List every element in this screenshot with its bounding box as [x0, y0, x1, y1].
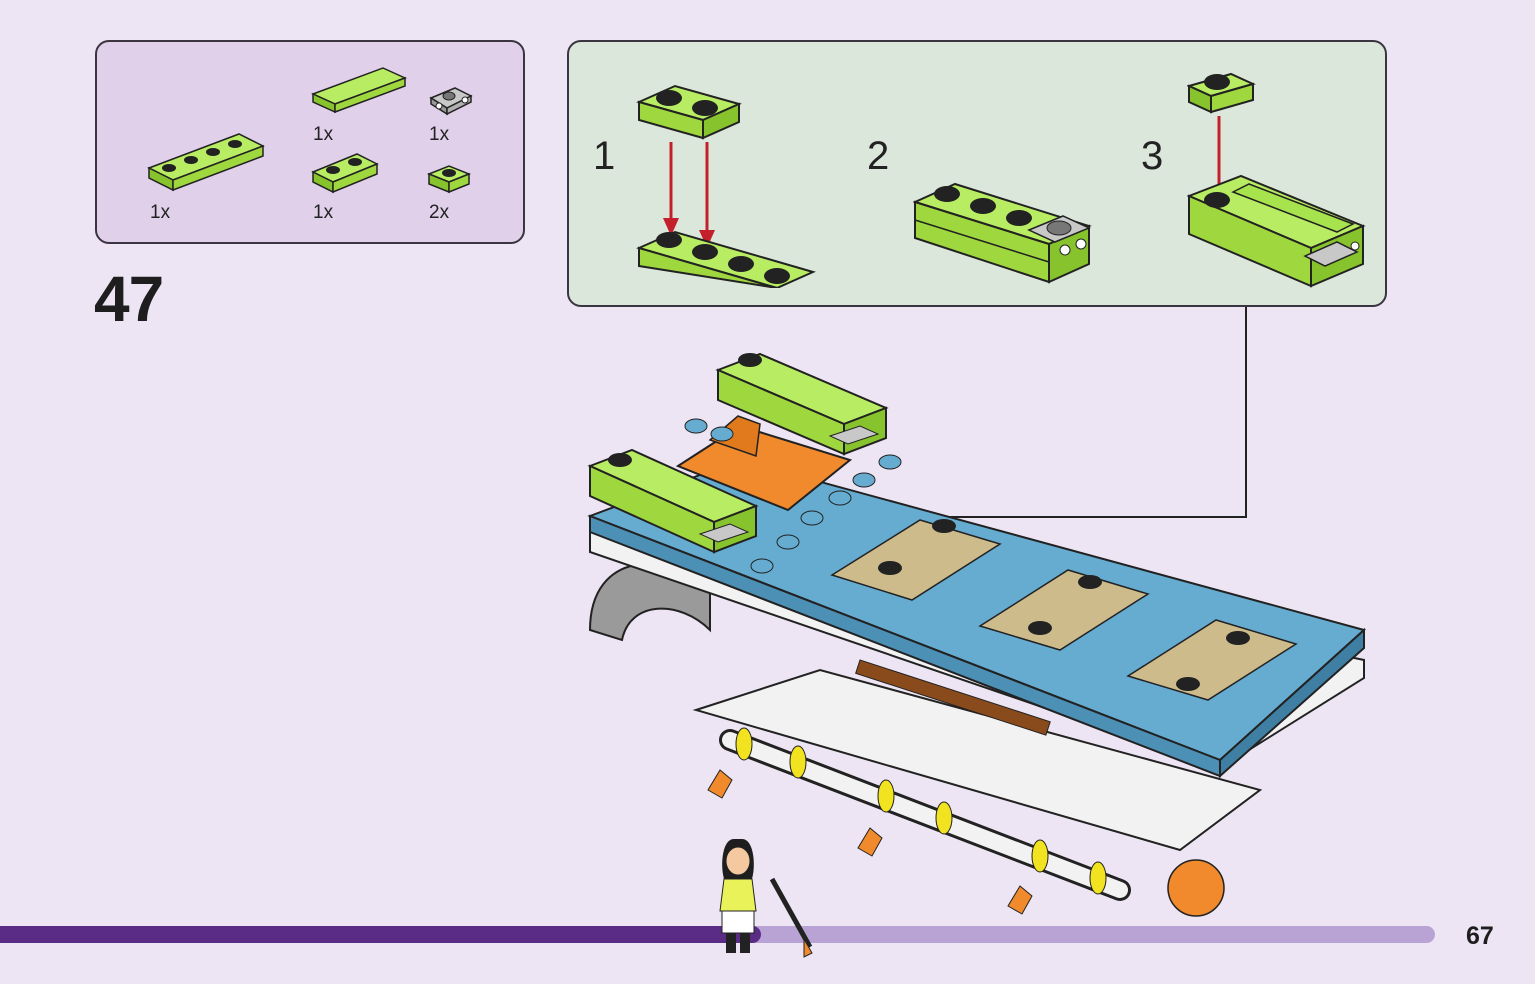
substep-3-illustration: [1187, 72, 1366, 288]
plate-1x4-lime-icon: [147, 133, 265, 192]
part-qty: 1x: [313, 124, 334, 145]
part-qty: 2x: [429, 202, 450, 223]
clip-hinge-grey-icon: [429, 87, 473, 116]
progress-fill: [0, 926, 761, 943]
part-qty: 1x: [313, 202, 334, 223]
substep-1-illustration: [636, 84, 816, 288]
plate-1x1-lime-icon: [427, 165, 472, 194]
tile-1x4-lime-icon: [311, 67, 407, 114]
step-number: 47: [94, 263, 164, 335]
substep-number: 2: [867, 134, 890, 178]
plate-1x2-lime-icon: [311, 153, 379, 194]
page-number: 67: [1466, 922, 1494, 950]
substep-2-illustration: [913, 182, 1092, 284]
parts-list-panel: 1x 1x 1x 1x 2x: [95, 40, 525, 244]
part-qty: 1x: [150, 202, 171, 223]
substep-number: 3: [1141, 134, 1164, 178]
subassembly-panel: 1 2 3: [567, 40, 1387, 307]
minifigure-icon: [719, 839, 813, 958]
main-model-illustration: [587, 352, 1367, 917]
substep-number: 1: [593, 134, 616, 178]
part-qty: 1x: [429, 124, 450, 145]
